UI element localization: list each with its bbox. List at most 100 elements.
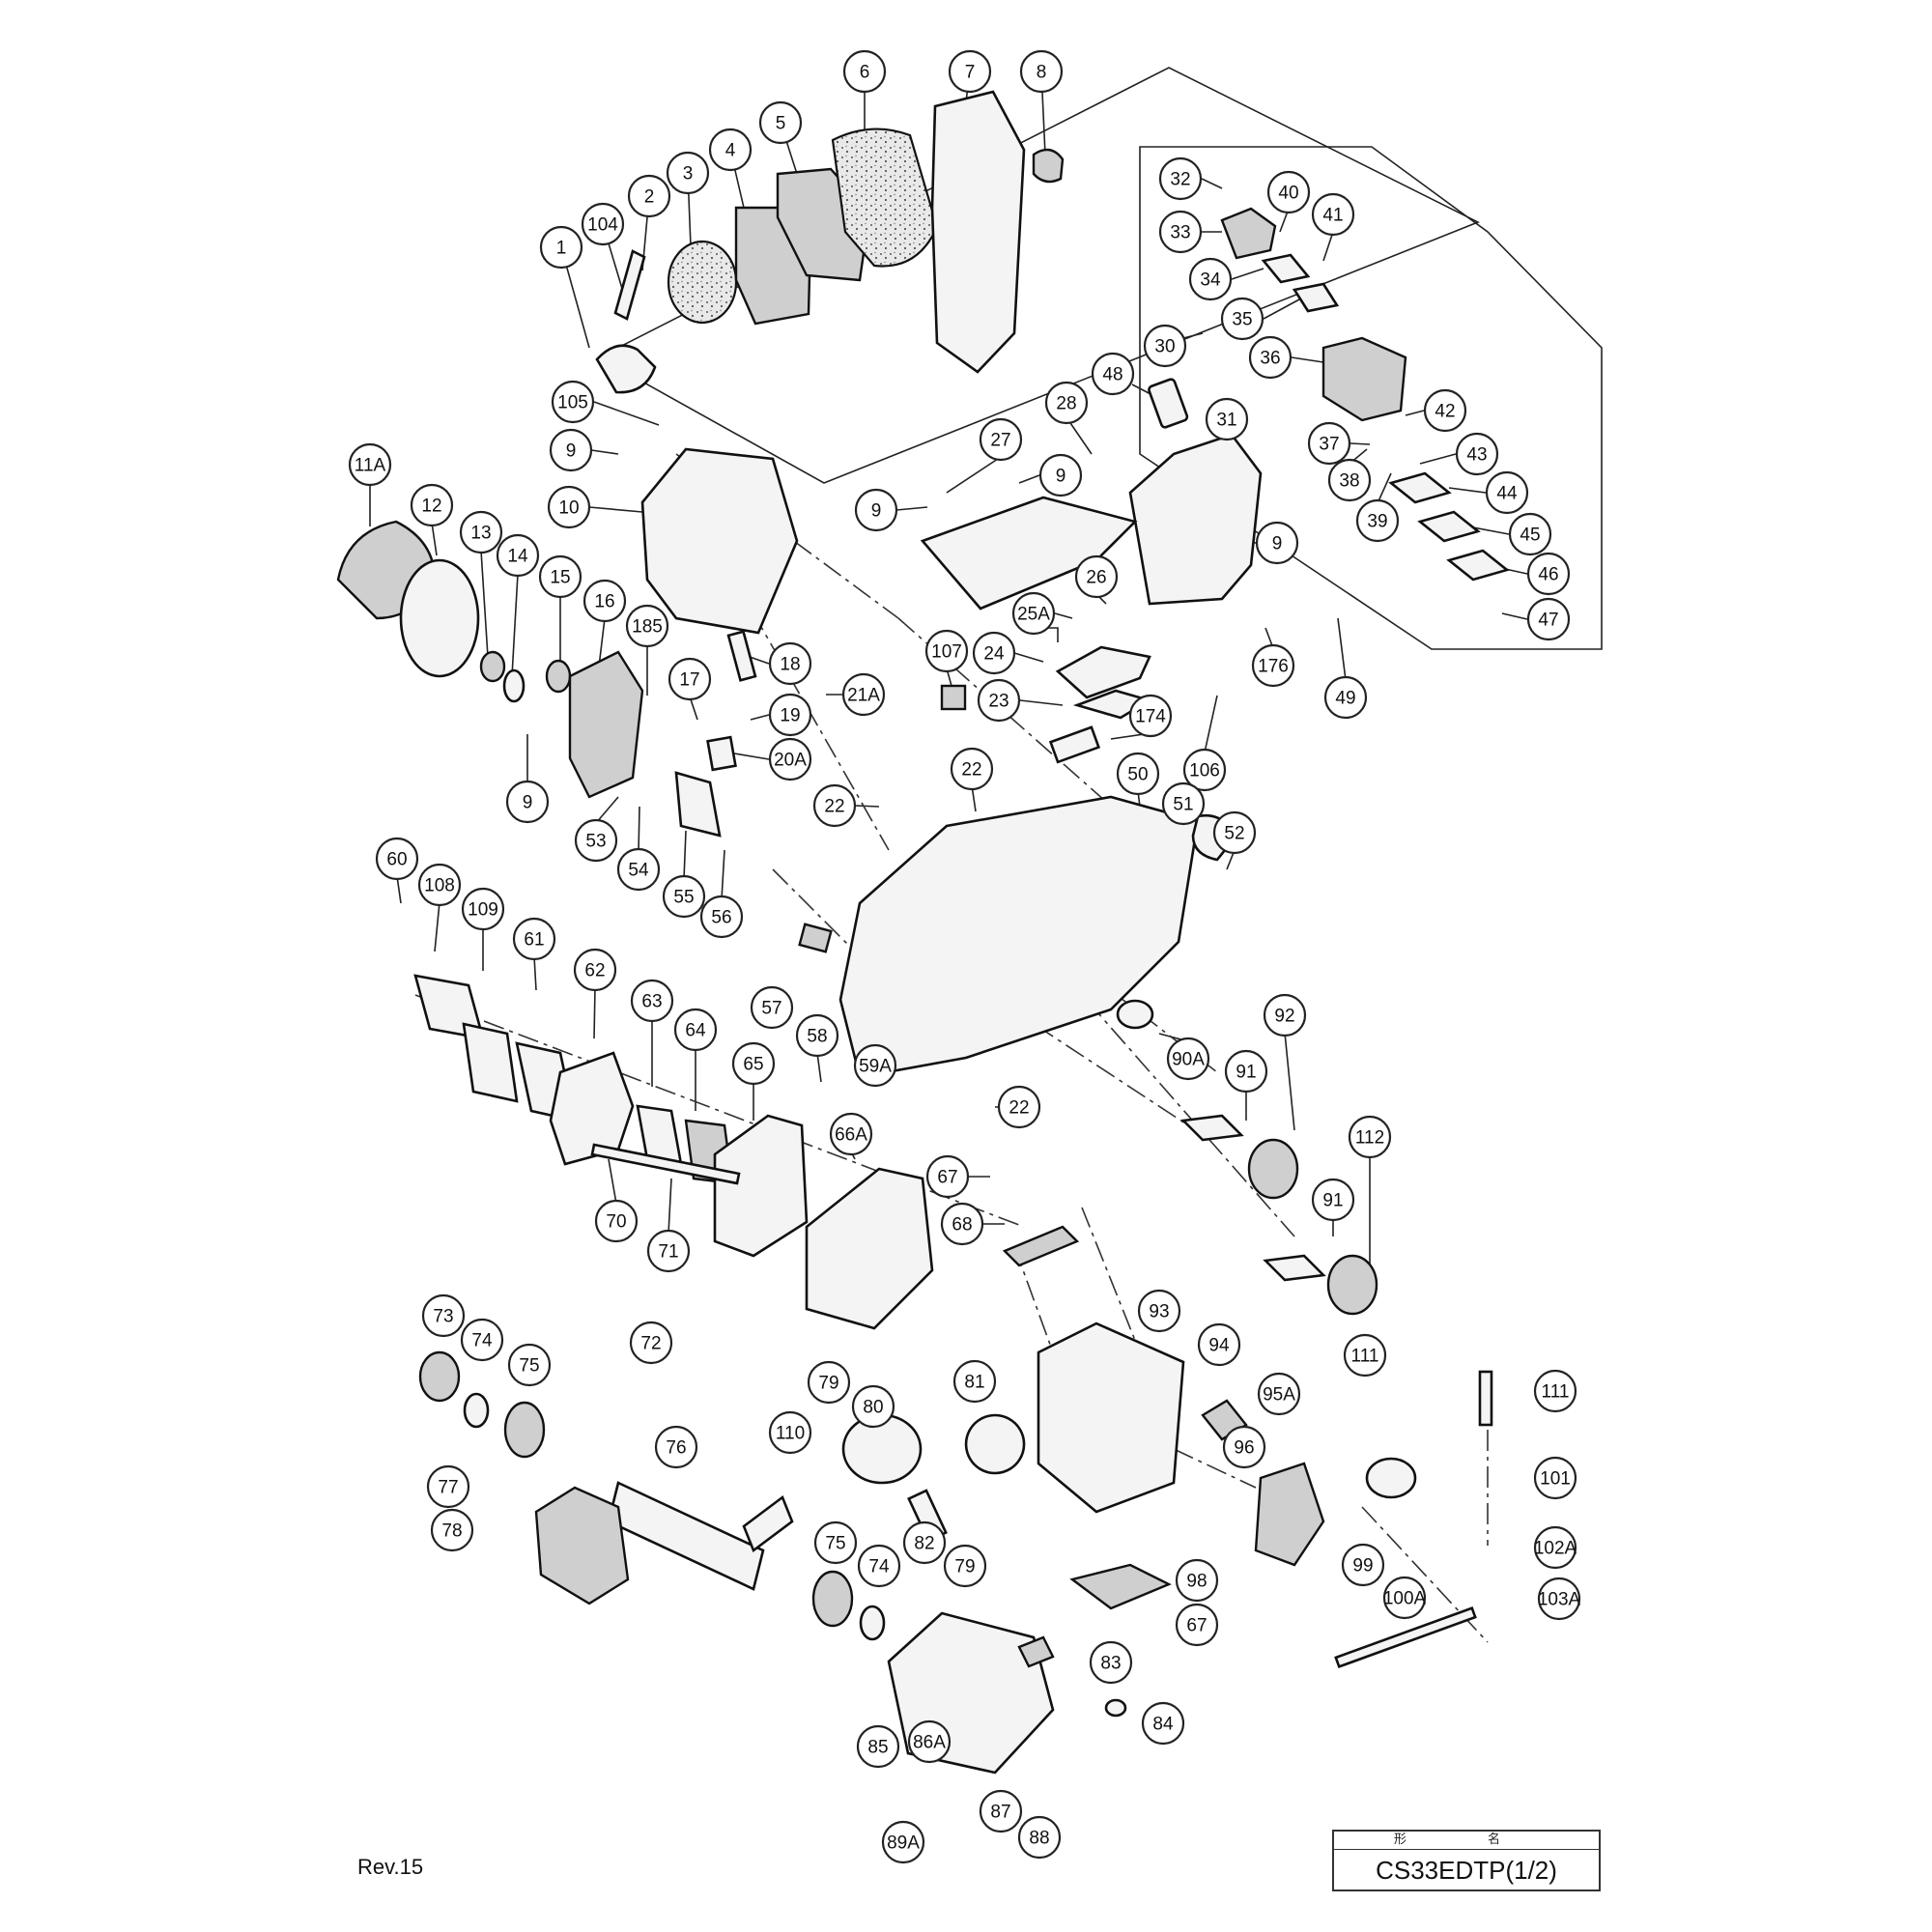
callout-circle [997,1085,1041,1129]
callout-circle [768,641,812,686]
callout-label: 98 [1186,1572,1207,1592]
callout-circle [1533,1525,1577,1570]
callout-103A: 103A [1538,1577,1581,1621]
callout-79: 79 [807,1360,851,1405]
leader-line [1018,474,1040,484]
callout-label: 7 [965,63,976,83]
callout-label: 9 [871,501,882,522]
callout-circle [1526,552,1571,596]
leader-line [1322,231,1334,262]
callout-circle [507,1343,552,1387]
callout-7: 7 [948,49,992,94]
leader-line [1284,1032,1295,1131]
callout-circle [1038,453,1083,497]
callout-label: 36 [1260,349,1280,369]
callout-label: 58 [807,1027,827,1047]
callout-label: 75 [519,1356,539,1377]
callout-label: 14 [507,547,528,567]
callout-82: 82 [902,1520,947,1565]
part-90A [1116,999,1154,1030]
leader-line [1182,332,1204,339]
part-91-fuel [1180,1114,1244,1142]
callout-67: 67 [925,1154,970,1199]
callout-23: 23 [977,678,1021,723]
part-13 [479,650,506,683]
callout-circle [1143,324,1187,368]
callout-77: 77 [426,1464,470,1509]
callout-9: 9 [549,428,593,472]
part-73 [418,1350,461,1403]
callout-circle [708,128,753,172]
callout-label: 106 [1189,761,1220,781]
callout-107: 107 [924,629,969,673]
callout-circle [1017,1815,1062,1860]
leader-line [733,753,770,760]
callout-label: 54 [628,861,649,881]
callout-label: 60 [386,850,407,870]
leader-line [683,830,687,880]
callout-3: 3 [666,151,710,195]
callout-label: 16 [594,592,614,612]
leader-line [1263,298,1300,320]
callout-17: 17 [668,657,712,701]
callout-circle [668,657,712,701]
callout-4: 4 [708,128,753,172]
callout-circle [1533,1369,1577,1413]
callout-112: 112 [1348,1115,1392,1159]
callout-49: 49 [1323,675,1368,720]
callout-label: 85 [867,1738,888,1758]
callout-circle [842,49,887,94]
callout-label: 71 [658,1242,678,1263]
callout-label: 56 [711,908,731,928]
callout-label: 111 [1542,1382,1570,1403]
leader-line [1448,487,1487,494]
callout-label: 83 [1100,1654,1121,1674]
leader-line [816,1052,822,1083]
callout-20A: 20A [768,737,812,781]
callout-circle [551,380,595,424]
callout-48: 48 [1091,352,1135,396]
callout-label: 107 [931,642,962,663]
part-74-lower [859,1605,886,1641]
callout-label: 22 [824,797,844,817]
callout-circle [410,483,454,527]
callout-circle [952,1359,997,1404]
callout-label: 102A [1534,1539,1577,1559]
callout-circle [375,837,419,881]
leader-line [721,849,725,900]
callout-circle [512,917,556,961]
callout-label: 89A [887,1833,920,1854]
callout-circle [1526,597,1571,641]
callout-label: 37 [1319,435,1339,455]
callout-label: 48 [1102,365,1122,385]
callout-37: 37 [1307,421,1351,466]
callout-22: 22 [812,783,857,828]
callout-33: 33 [1158,210,1203,254]
callout-label: 6 [860,63,870,83]
callout-label: 45 [1520,526,1540,546]
part-93 [1037,1321,1185,1514]
callout-label: 15 [550,568,570,588]
callout-circle [1311,1178,1355,1222]
callout-78: 78 [430,1508,474,1552]
callout-96: 96 [1222,1425,1266,1469]
callout-39: 39 [1355,498,1400,543]
callout-circle [505,780,550,824]
callout-label: 100A [1383,1589,1427,1609]
part-45 [1417,510,1481,543]
callout-83: 83 [1089,1640,1133,1685]
callout-31: 31 [1205,397,1249,441]
callout-circle [979,1789,1023,1833]
callout-90A: 90A [1166,1037,1210,1081]
part-76 [607,1481,765,1591]
part-107 [940,684,967,711]
callout-43: 43 [1455,432,1499,476]
leader-line [668,1178,672,1235]
callout-circle [547,485,591,529]
callout-label: 20A [774,751,807,771]
callout-36: 36 [1248,335,1293,380]
callout-circle [662,874,706,919]
part-2 [613,249,646,321]
part-46 [1446,549,1510,582]
